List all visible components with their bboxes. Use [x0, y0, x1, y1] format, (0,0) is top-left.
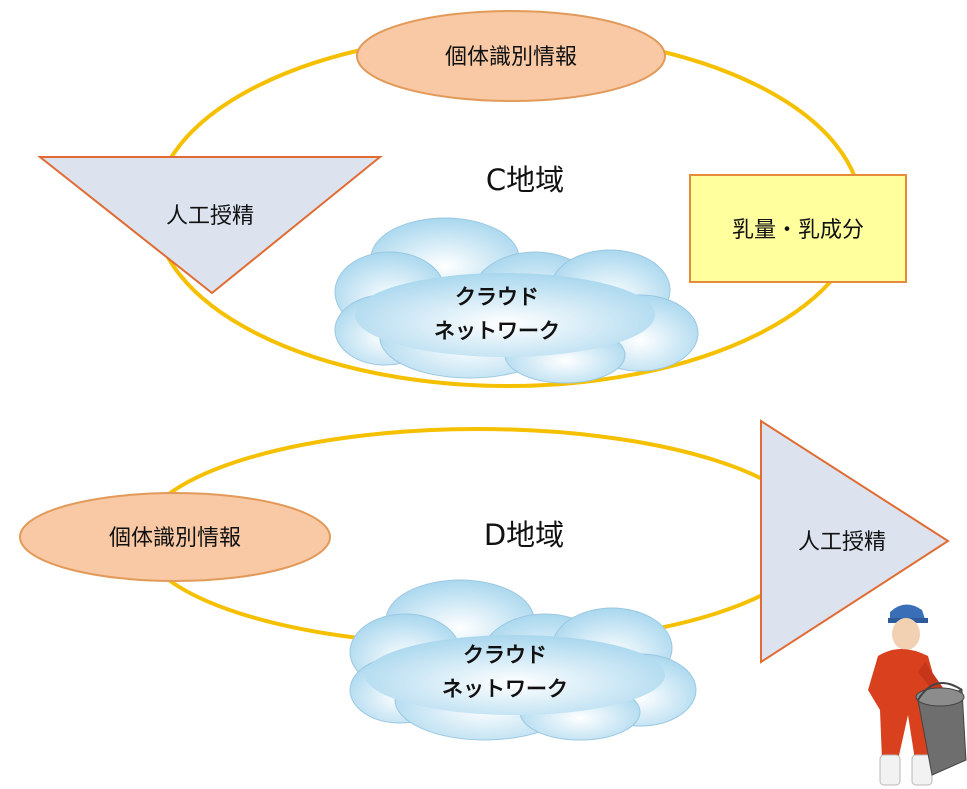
region-c-title: C地域: [486, 163, 564, 197]
region-c-cloud: クラウド ネットワーク: [334, 217, 699, 384]
region-c-milk-label: 乳量・乳成分: [732, 218, 864, 243]
region-d: クラウド ネットワーク D地域 個体識別情報 人工授精: [19, 419, 950, 741]
region-c-ai-label: 人工授精: [166, 204, 254, 229]
region-c-cloud-label-line2: ネットワーク: [434, 319, 560, 343]
region-c: クラウド ネットワーク C地域 個体識別情報 人工授精 乳量・乳成分: [37, 10, 907, 388]
region-d-ai-node: 人工授精: [760, 419, 950, 664]
region-d-id-info-node: 個体識別情報: [19, 492, 331, 582]
region-d-title: D地域: [484, 518, 564, 552]
region-c-id-info-label: 個体識別情報: [445, 45, 577, 70]
region-c-milk-node: 乳量・乳成分: [689, 174, 907, 283]
region-c-cloud-label-line1: クラウド: [455, 285, 539, 309]
region-d-id-info-label: 個体識別情報: [109, 526, 241, 551]
region-c-id-info-node: 個体識別情報: [356, 10, 666, 102]
farm-worker-with-bucket-icon: [868, 604, 967, 786]
region-c-ai-node: 人工授精: [37, 156, 383, 295]
region-d-cloud-label-line2: ネットワーク: [442, 677, 568, 701]
region-d-cloud: クラウド ネットワーク: [349, 579, 697, 741]
region-d-ai-label: 人工授精: [798, 530, 886, 555]
region-d-cloud-label-line1: クラウド: [463, 643, 547, 667]
